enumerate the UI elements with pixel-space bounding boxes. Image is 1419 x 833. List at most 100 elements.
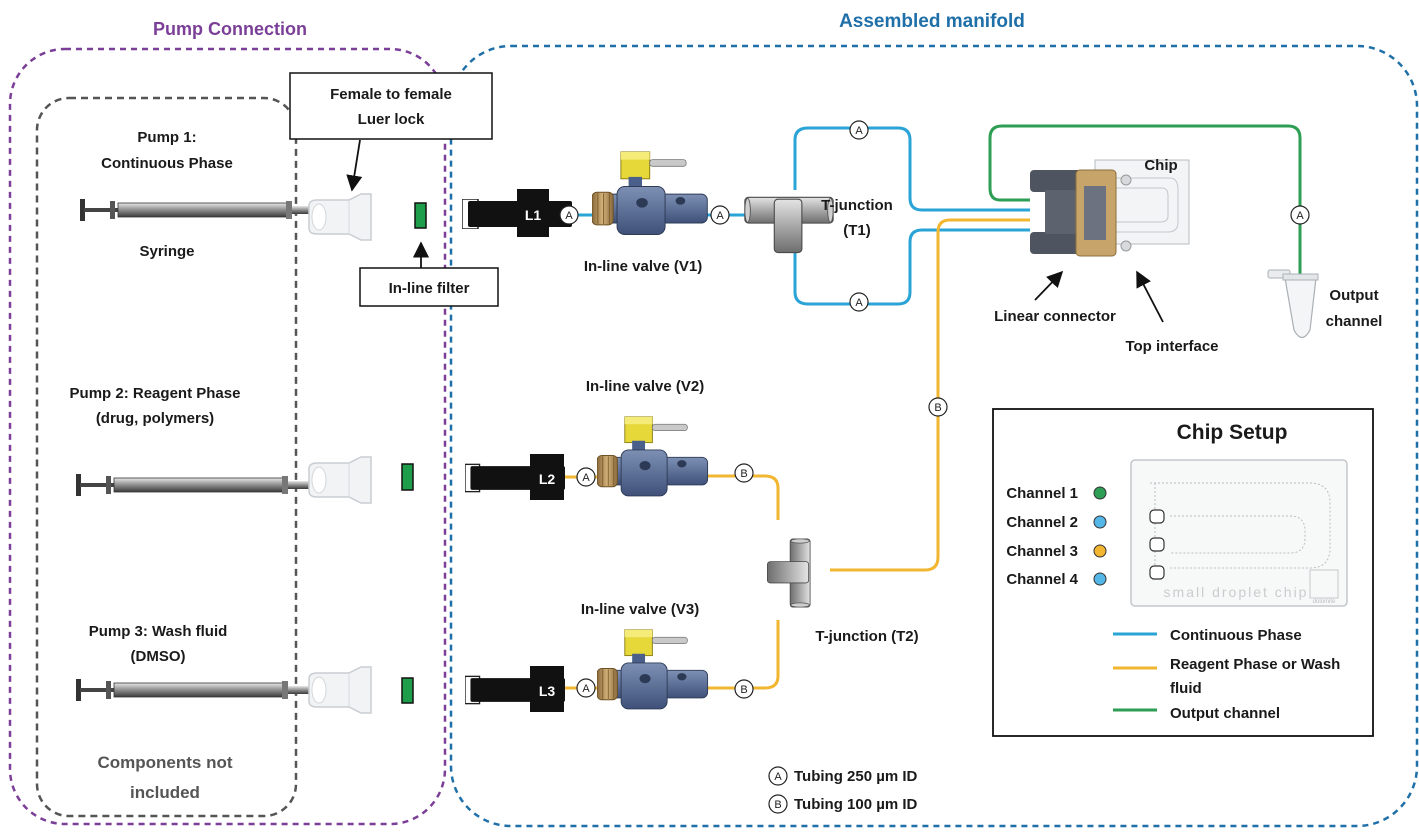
linear-connector-label: Linear connector bbox=[994, 308, 1116, 325]
tubing-legend: A Tubing 250 µm ID B Tubing 100 µm ID bbox=[768, 766, 918, 814]
legend-reagent-label-line1: Reagent Phase or Wash bbox=[1170, 656, 1340, 673]
tubing-legend-a-text: Tubing 250 µm ID bbox=[794, 768, 918, 785]
pump3-label-line2: (DMSO) bbox=[131, 648, 186, 665]
syringe-2-icon bbox=[76, 474, 318, 496]
small-droplet-chip-icon: small droplet chip dolomite bbox=[1130, 459, 1348, 607]
line-l2-label: L2 bbox=[539, 471, 556, 487]
tubing-legend-a: A Tubing 250 µm ID bbox=[768, 766, 918, 786]
svg-text:A: A bbox=[855, 297, 863, 309]
chip-label: Chip bbox=[1144, 157, 1177, 174]
tubing-legend-b-text: Tubing 100 µm ID bbox=[794, 796, 918, 813]
line-l1-label: L1 bbox=[525, 207, 542, 223]
luer-lock-3-icon bbox=[308, 666, 372, 714]
pump2-label-line1: Pump 2: Reagent Phase bbox=[70, 385, 241, 402]
tubing-marker-a-t1-bottom: A bbox=[849, 292, 869, 312]
output-label-line1: Output bbox=[1329, 287, 1378, 304]
t-junction-t1-icon bbox=[744, 196, 834, 254]
chip-assembly-icon bbox=[1030, 159, 1190, 257]
t-junction-t2-icon bbox=[766, 538, 811, 608]
svg-text:A: A bbox=[565, 210, 573, 222]
valve-v1-label: In-line valve (V1) bbox=[584, 258, 702, 275]
chip-setup-panel: Chip Setup small droplet chip dolomite C… bbox=[992, 408, 1374, 737]
tube-t1-chip-lower bbox=[793, 228, 1030, 306]
tubing-marker-a-output: A bbox=[1290, 205, 1310, 225]
svg-text:A: A bbox=[582, 683, 590, 695]
svg-text:B: B bbox=[740, 468, 747, 480]
tubing-marker-b-v2: B bbox=[734, 463, 754, 483]
syringe-3-icon bbox=[76, 679, 318, 701]
chip-setup-title: Chip Setup bbox=[1177, 421, 1288, 444]
tube-t2-chip bbox=[830, 218, 1030, 572]
svg-text:A: A bbox=[855, 125, 863, 137]
line-connector-l2: L2 bbox=[465, 454, 565, 500]
svg-text:A: A bbox=[582, 472, 590, 484]
luer-callout-box bbox=[289, 72, 493, 140]
tubing-marker-a-t1-top: A bbox=[849, 120, 869, 140]
pump-connection-title: Pump Connection bbox=[153, 19, 307, 39]
syringe-label: Syringe bbox=[139, 243, 194, 260]
channel-1-label: Channel 1 bbox=[1006, 485, 1078, 502]
inline-valve-v3-icon bbox=[597, 629, 709, 710]
chip-text: small droplet chip bbox=[1164, 584, 1309, 600]
channel-3-dot bbox=[1093, 544, 1107, 558]
not-included-line1: Components not bbox=[97, 753, 232, 772]
tubing-marker-b-t2: B bbox=[928, 397, 948, 417]
tubing-legend-b: B Tubing 100 µm ID bbox=[768, 794, 918, 814]
svg-text:A: A bbox=[716, 210, 724, 222]
top-interface-label: Top interface bbox=[1125, 338, 1218, 355]
valve-v3-label: In-line valve (V3) bbox=[581, 601, 699, 618]
t1-label-line2: (T1) bbox=[843, 222, 871, 239]
luer-lock-2-icon bbox=[308, 456, 372, 504]
inline-filter-3-icon bbox=[401, 677, 414, 704]
components-not-included-border bbox=[35, 96, 298, 818]
tubing-marker-a-l1: A bbox=[559, 205, 579, 225]
luer-callout-line2: Luer lock bbox=[358, 111, 425, 128]
tube-v3-t2 bbox=[700, 620, 780, 690]
output-label-line2: channel bbox=[1326, 313, 1383, 330]
t1-label-line1: T-junction bbox=[821, 197, 893, 214]
dolomite-logo: dolomite bbox=[1313, 599, 1336, 605]
channel-3-label: Channel 3 bbox=[1006, 543, 1078, 560]
t2-label: T-junction (T2) bbox=[815, 628, 918, 645]
pump1-label-line2: Continuous Phase bbox=[101, 155, 233, 172]
filter-callout-label: In-line filter bbox=[389, 280, 470, 297]
line-connector-l1: L1 bbox=[462, 189, 572, 237]
filter-callout-box bbox=[359, 267, 499, 307]
luer-callout-line1: Female to female bbox=[330, 86, 452, 103]
linear-connector-arrow bbox=[1034, 270, 1064, 301]
tubing-marker-b-v3: B bbox=[734, 679, 754, 699]
output-tube-icon bbox=[1267, 269, 1319, 339]
pump1-label-line1: Pump 1: bbox=[137, 129, 196, 146]
svg-text:A: A bbox=[774, 771, 782, 783]
assembled-manifold-title: Assembled manifold bbox=[839, 11, 1025, 32]
line-l3-label: L3 bbox=[539, 683, 556, 699]
channel-2-dot bbox=[1093, 515, 1107, 529]
tubing-marker-a-v1: A bbox=[710, 205, 730, 225]
channel-4-dot bbox=[1093, 572, 1107, 586]
legend-reagent-label-line2: fluid bbox=[1170, 680, 1202, 697]
svg-text:A: A bbox=[1296, 210, 1304, 222]
not-included-line2: included bbox=[130, 783, 200, 802]
luer-lock-1-icon bbox=[308, 193, 372, 241]
line-connector-l3: L3 bbox=[465, 666, 565, 712]
tube-chip-output bbox=[988, 124, 1302, 275]
assembled-manifold-border bbox=[449, 44, 1419, 828]
legend-output-label: Output channel bbox=[1170, 705, 1280, 722]
legend-continuous-label: Continuous Phase bbox=[1170, 627, 1302, 644]
channel-2-label: Channel 2 bbox=[1006, 514, 1078, 531]
inline-filter-1-icon bbox=[414, 202, 427, 229]
svg-text:B: B bbox=[934, 402, 941, 414]
pump2-label-line2: (drug, polymers) bbox=[96, 410, 214, 427]
top-interface-arrow bbox=[1136, 270, 1164, 323]
inline-valve-v2-icon bbox=[597, 416, 709, 497]
tubing-marker-a-l3: A bbox=[576, 678, 596, 698]
syringe-1-icon bbox=[80, 199, 322, 221]
luer-callout-arrow bbox=[346, 139, 363, 192]
pump3-label-line1: Pump 3: Wash fluid bbox=[89, 623, 228, 640]
tube-v2-t2 bbox=[700, 474, 780, 520]
pump-connection-border bbox=[8, 47, 447, 826]
inline-valve-v1-icon bbox=[592, 151, 708, 235]
svg-text:B: B bbox=[740, 684, 747, 696]
tube-t1-chip-upper bbox=[793, 126, 1030, 212]
